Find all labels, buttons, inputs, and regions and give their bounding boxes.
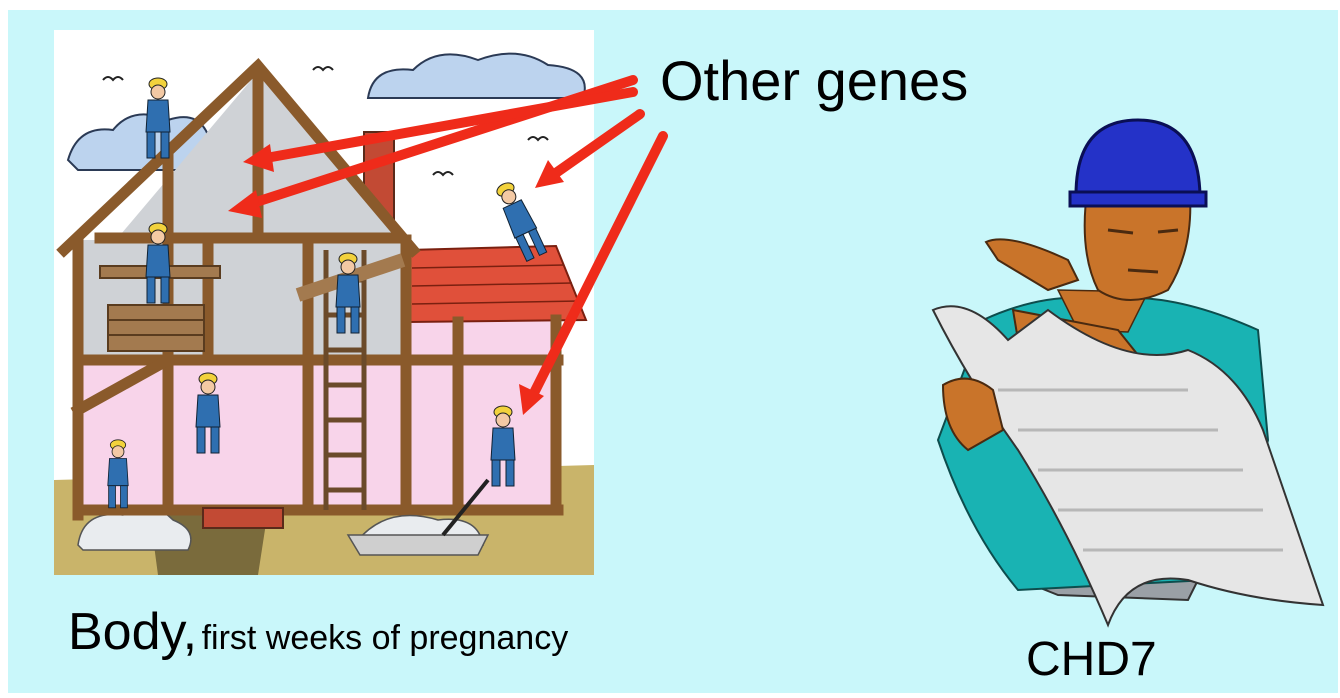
pregnancy-label: first weeks of pregnancy [202, 619, 569, 657]
chd7-label: CHD7 [1026, 632, 1157, 687]
slide: Other genes Body, first weeks of pregnan… [8, 10, 1338, 693]
foreman-illustration [933, 120, 1323, 625]
body-caption: Body, first weeks of pregnancy [68, 602, 568, 662]
body-label: Body, [68, 603, 197, 661]
hard-hat-icon [1070, 120, 1206, 206]
other-genes-label: Other genes [660, 48, 968, 113]
